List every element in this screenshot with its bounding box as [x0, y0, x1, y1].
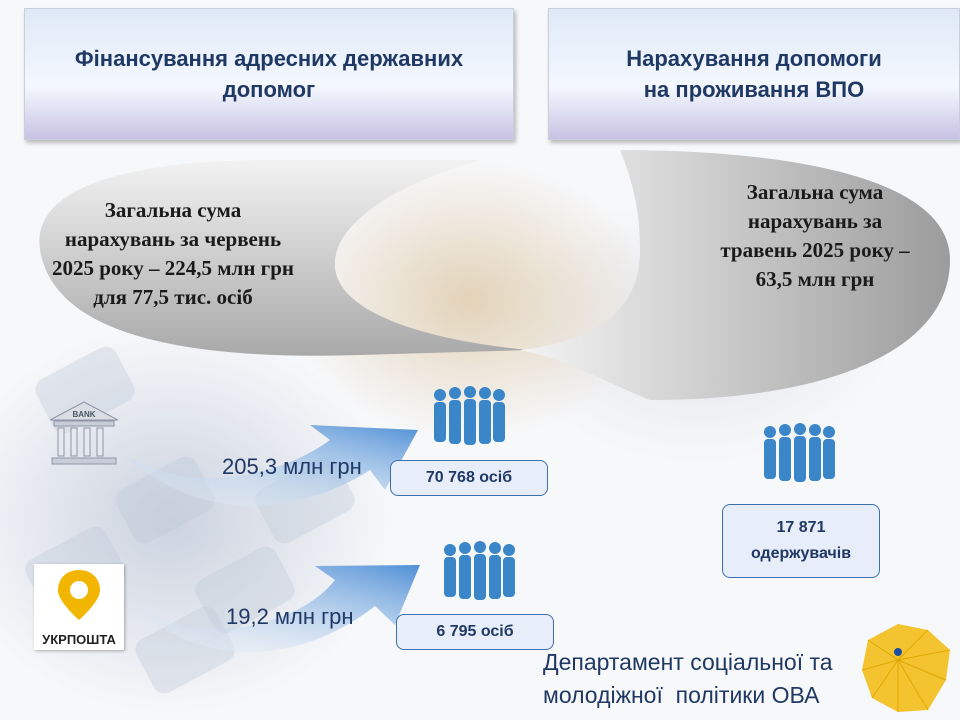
bank-amount: 205,3 млн грн: [222, 454, 362, 479]
header-vpo-title: Нарахування допомоги на проживання ВПО: [626, 46, 882, 102]
bank-arrow: [125, 425, 418, 506]
header-financing: Фінансування адресних державних допомог: [24, 8, 514, 140]
people-group-icon: [434, 386, 505, 445]
ukrposhta-logo: [34, 564, 124, 650]
may-total-text: Загальна сума нарахувань за травень 2025…: [720, 180, 910, 291]
june-total-text: Загальна сума нарахувань за червень 2025…: [52, 198, 294, 309]
ukrposhta-recipients-box: 6 795 осіб: [396, 614, 554, 650]
bank-icon: BANK: [49, 401, 119, 465]
right-speech-bubble: [520, 150, 950, 400]
location-pin-icon: [58, 570, 100, 620]
ukrposhta-label: УКРПОШТА: [42, 632, 116, 647]
bank-recipients-box: 70 768 осіб: [390, 460, 548, 496]
oblast-map-logo: [861, 624, 951, 712]
header-financing-title: Фінансування адресних державних допомог: [74, 46, 464, 102]
people-group-icon: [444, 541, 515, 600]
left-speech-bubble: [39, 160, 530, 356]
ukrposhta-arrow: [135, 565, 420, 653]
vpo-recipients-box: 17 871 одержувачів: [722, 504, 880, 578]
people-group-icon: [764, 423, 835, 482]
header-vpo: Нарахування допомоги на проживання ВПО: [548, 8, 960, 140]
department-name: Департамент соціальної та молодіжної пол…: [543, 649, 833, 708]
ukrposhta-amount: 19,2 млн грн: [226, 604, 354, 629]
bank-label: BANK: [72, 410, 95, 419]
